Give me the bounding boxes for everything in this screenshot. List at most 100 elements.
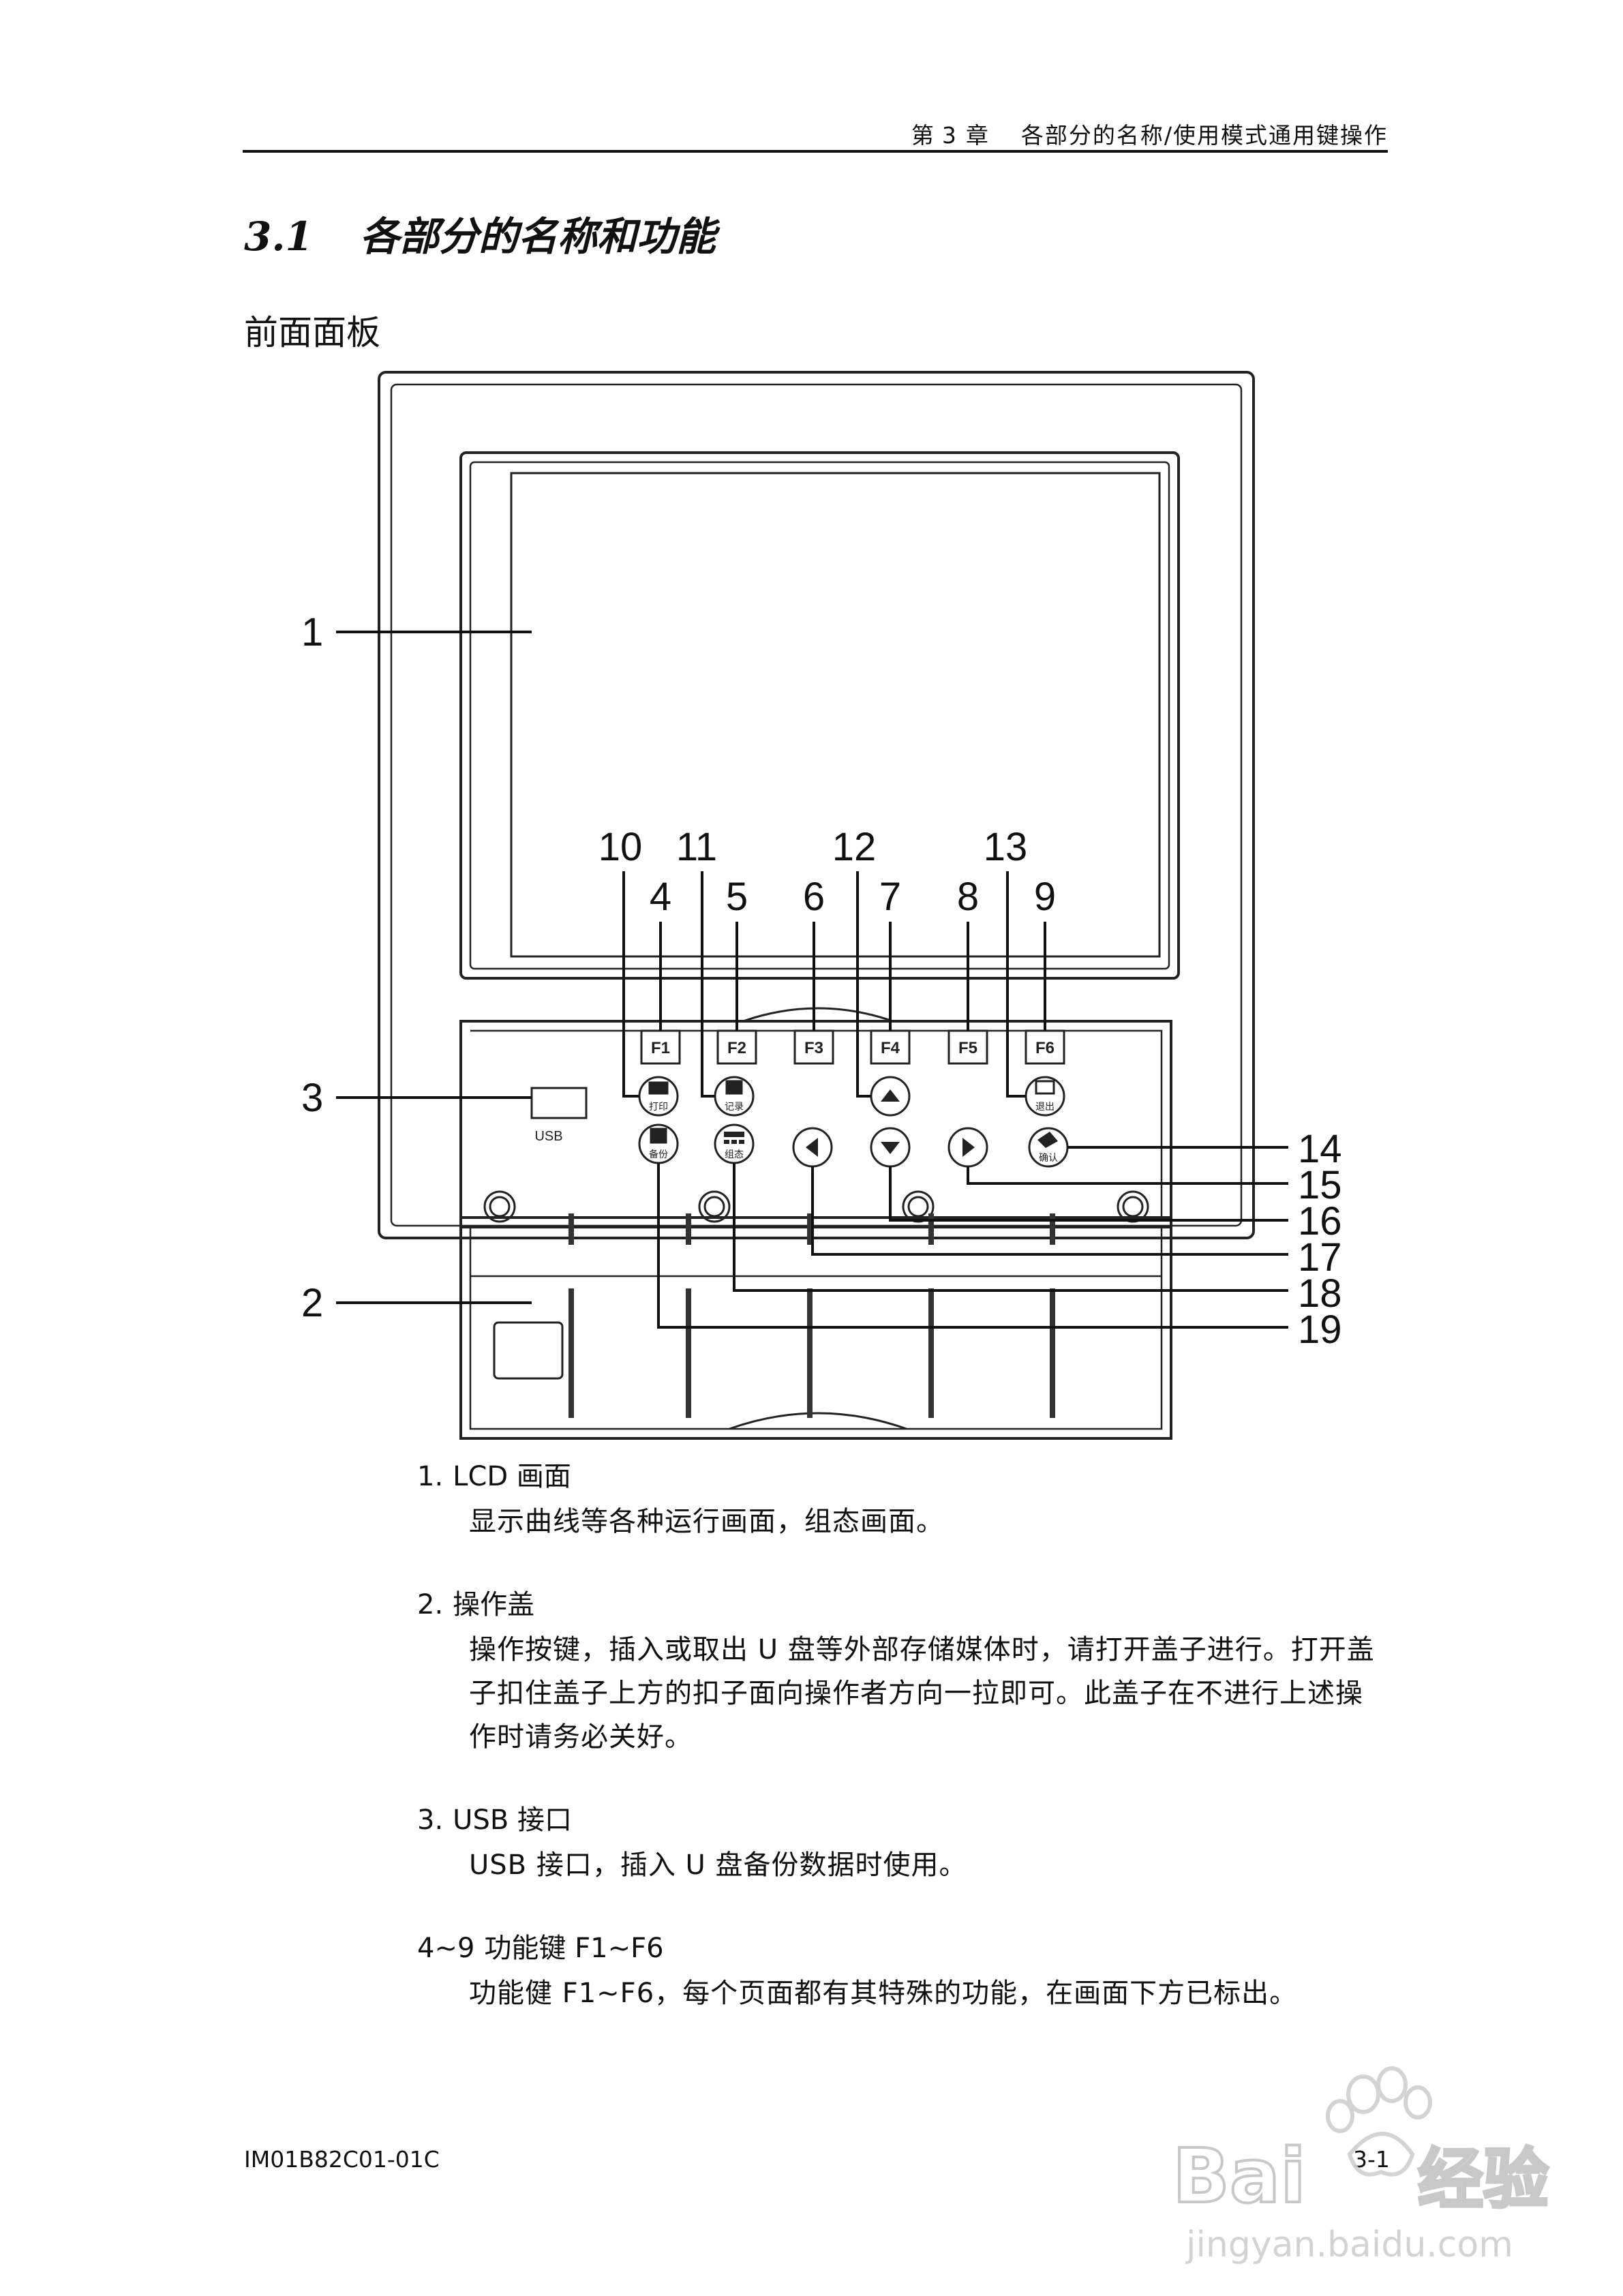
cover-latch bbox=[493, 1321, 564, 1380]
lcd-frame bbox=[459, 451, 1180, 980]
config-key-icon bbox=[724, 1132, 744, 1144]
callout-9: 9 bbox=[1034, 875, 1056, 919]
function-key-f3[interactable]: F3 bbox=[793, 1029, 834, 1065]
record-key-icon bbox=[725, 1080, 743, 1095]
right-key[interactable] bbox=[947, 1127, 988, 1168]
callout-10: 10 bbox=[598, 825, 643, 869]
confirm-key[interactable]: 确认 bbox=[1028, 1127, 1069, 1168]
item-title: 功能键 F1~F6 bbox=[484, 1933, 664, 1964]
baidu-watermark: Bai 经验 jingyan.baidu.com bbox=[1171, 2066, 1550, 2265]
left-arrow-icon bbox=[806, 1138, 818, 1157]
section-title: 3.1 各部分的名称和功能 bbox=[244, 205, 716, 262]
chapter-title: 各部分的名称/使用模式通用键操作 bbox=[1020, 122, 1388, 149]
record-key[interactable]: 记录 bbox=[714, 1076, 755, 1117]
chapter-number: 3 bbox=[941, 122, 958, 149]
print-key[interactable]: 打印 bbox=[638, 1076, 679, 1117]
svg-text:F2: F2 bbox=[727, 1039, 746, 1057]
paw-icon bbox=[1346, 2074, 1380, 2114]
item-number: 2. bbox=[417, 1589, 444, 1620]
callout-18: 18 bbox=[1298, 1271, 1342, 1316]
watermark-url: jingyan.baidu.com bbox=[1185, 2224, 1513, 2265]
watermark-brand2: 经验 bbox=[1418, 2141, 1549, 2218]
up-key[interactable] bbox=[870, 1076, 911, 1117]
usb-port bbox=[530, 1087, 588, 1119]
section-number: 3.1 bbox=[244, 213, 313, 260]
item-number: 3. bbox=[417, 1804, 444, 1836]
backup-key[interactable]: 备份 bbox=[638, 1123, 679, 1164]
callout-17: 17 bbox=[1298, 1235, 1342, 1280]
callout-1: 1 bbox=[301, 610, 323, 654]
svg-text:记录: 记录 bbox=[725, 1102, 744, 1113]
callout-19: 19 bbox=[1298, 1308, 1342, 1352]
config-key[interactable]: 组态 bbox=[714, 1123, 755, 1164]
svg-text:备份: 备份 bbox=[649, 1149, 668, 1160]
callout-5: 5 bbox=[726, 875, 748, 919]
callout-6: 6 bbox=[803, 875, 825, 919]
item-title: USB 接口 bbox=[453, 1804, 572, 1836]
function-key-f6[interactable]: F6 bbox=[1025, 1029, 1065, 1065]
item-body: 功能健 F1~F6，每个页面都有其特殊的功能，在画面下方已标出。 bbox=[469, 1978, 1298, 2009]
callout-13: 13 bbox=[984, 825, 1028, 869]
outer-bezel bbox=[378, 371, 1255, 1239]
item-title: 操作盖 bbox=[453, 1589, 535, 1620]
callout-2: 2 bbox=[301, 1281, 323, 1325]
chapter-prefix: 第 bbox=[911, 122, 935, 149]
exit-key[interactable]: 退出 bbox=[1025, 1076, 1065, 1117]
operation-cover bbox=[459, 1216, 1172, 1440]
left-key[interactable] bbox=[792, 1127, 833, 1168]
callout-8: 8 bbox=[957, 875, 979, 919]
description-item: 3. USB 接口 USB 接口，插入 U 盘备份数据时使用。 bbox=[417, 1801, 1385, 1887]
exit-key-icon bbox=[1035, 1080, 1055, 1095]
watermark-brand: Bai bbox=[1172, 2132, 1306, 2220]
section-title-text: 各部分的名称和功能 bbox=[360, 213, 716, 260]
item-number: 1. bbox=[417, 1461, 444, 1492]
item-body: 操作按键，插入或取出 U 盘等外部存储媒体时，请打开盖子进行。打开盖子扣住盖子上… bbox=[469, 1634, 1375, 1753]
right-arrow-icon bbox=[962, 1138, 975, 1157]
subheading: 前面面板 bbox=[244, 313, 380, 352]
function-key-f2[interactable]: F2 bbox=[716, 1029, 757, 1065]
item-number: 4~9 bbox=[417, 1933, 475, 1964]
description-item: 4~9 功能键 F1~F6 功能健 F1~F6，每个页面都有其特殊的功能，在画面下… bbox=[417, 1929, 1385, 2015]
description-item: 2. 操作盖 操作按键，插入或取出 U 盘等外部存储媒体时，请打开盖子进行。打开盖… bbox=[417, 1586, 1385, 1759]
confirm-key-icon bbox=[1037, 1132, 1058, 1148]
item-body: 显示曲线等各种运行画面，组态画面。 bbox=[469, 1506, 944, 1537]
lcd-screen bbox=[510, 472, 1161, 958]
usb-label: USB bbox=[534, 1129, 562, 1144]
document-id: IM01B82C01-01C bbox=[244, 2146, 440, 2173]
callout-3: 3 bbox=[301, 1076, 323, 1120]
function-key-f5[interactable]: F5 bbox=[947, 1029, 988, 1065]
svg-text:打印: 打印 bbox=[649, 1101, 668, 1113]
header-rule bbox=[243, 150, 1388, 153]
down-arrow-icon bbox=[881, 1142, 900, 1154]
callout-15: 15 bbox=[1298, 1163, 1342, 1207]
svg-text:F6: F6 bbox=[1035, 1039, 1055, 1057]
chapter-suffix: 章 bbox=[965, 122, 990, 149]
callout-4: 4 bbox=[650, 875, 671, 919]
function-key-f1[interactable]: F1 bbox=[640, 1029, 681, 1065]
callout-14: 14 bbox=[1298, 1127, 1342, 1171]
lcd-frame-inner bbox=[469, 461, 1170, 970]
backup-key-icon bbox=[650, 1128, 667, 1144]
down-key[interactable] bbox=[870, 1127, 911, 1168]
outer-bezel-inner bbox=[390, 383, 1243, 1227]
svg-text:F3: F3 bbox=[804, 1039, 823, 1057]
item-body: USB 接口，插入 U 盘备份数据时使用。 bbox=[469, 1849, 967, 1881]
svg-text:退出: 退出 bbox=[1035, 1102, 1055, 1113]
item-title: LCD 画面 bbox=[453, 1461, 571, 1492]
description-list: 1. LCD 画面 显示曲线等各种运行画面，组态画面。 2. 操作盖 操作按键，插入… bbox=[417, 1457, 1385, 2057]
callout-11: 11 bbox=[676, 825, 717, 869]
svg-text:F4: F4 bbox=[881, 1039, 900, 1057]
callout-12: 12 bbox=[832, 825, 877, 869]
up-arrow-icon bbox=[881, 1089, 900, 1102]
function-key-f4[interactable]: F4 bbox=[870, 1029, 911, 1065]
callout-7: 7 bbox=[879, 875, 901, 919]
svg-text:确认: 确认 bbox=[1039, 1153, 1058, 1164]
svg-text:F1: F1 bbox=[651, 1039, 670, 1057]
svg-text:F5: F5 bbox=[958, 1039, 977, 1057]
description-item: 1. LCD 画面 显示曲线等各种运行画面，组态画面。 bbox=[417, 1457, 1385, 1543]
print-key-icon bbox=[648, 1081, 669, 1095]
callout-16: 16 bbox=[1298, 1199, 1342, 1243]
svg-text:组态: 组态 bbox=[725, 1149, 744, 1160]
